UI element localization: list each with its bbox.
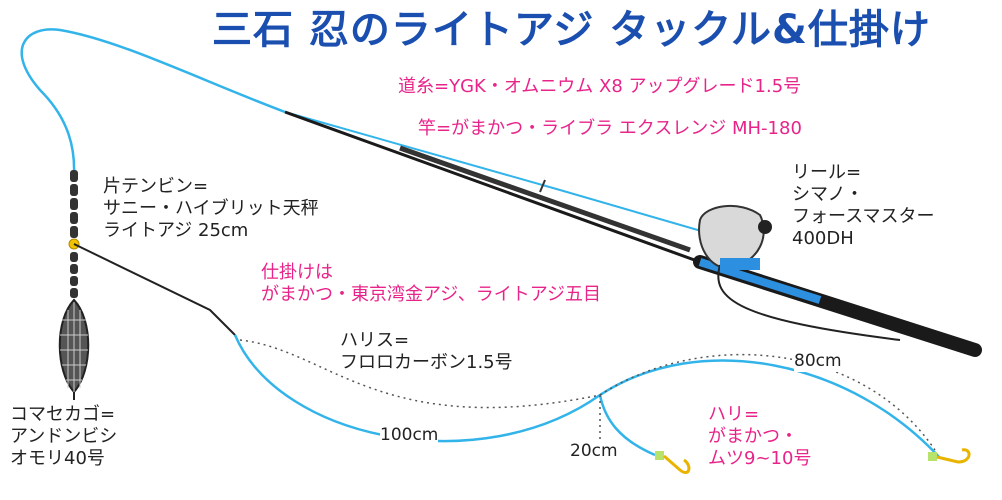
hook-label-line: がまかつ・ (708, 425, 798, 447)
page-title: 三石 忍のライトアジ タックル&仕掛け (212, 7, 931, 53)
hook-icon (936, 448, 971, 464)
measure-80 (599, 353, 936, 451)
komase-label-line: コマセカゴ= (10, 404, 116, 425)
hook-label: ハリ= がまかつ・ ムツ9~10号 (708, 404, 811, 470)
main-line-on-rod (284, 111, 716, 236)
tenbin-label-line: ライトアジ 25cm (103, 219, 249, 241)
sinker-cage-icon (58, 298, 90, 400)
tenbin-label-line: 片テンビン= (103, 176, 209, 197)
length-20-label: 20cm (570, 441, 618, 462)
swivel-icon (70, 170, 78, 238)
shikake-label-line: がまかつ・東京湾金アジ、ライトアジ五目 (261, 283, 602, 305)
tenbin-label-line: サニー・ハイブリット天秤 (103, 197, 319, 219)
reel-icon (698, 204, 901, 341)
hook-icon (663, 454, 691, 474)
harisu-label-line: ハリス= (340, 330, 410, 351)
shikake-label: 仕掛けは がまかつ・東京湾金アジ、ライトアジ五目 (261, 262, 601, 306)
harisu-label: ハリス= フロロカーボン1.5号 (340, 330, 513, 374)
reel-label-line: 400DH (792, 227, 854, 249)
main-line-label: 道糸=YGK・オムニウム X8 アップグレード1.5号 (398, 76, 802, 97)
bead-icon (655, 451, 664, 460)
harisu-label-line: フロロカーボン1.5号 (340, 351, 513, 373)
branch-line (598, 394, 656, 457)
komase-label-line: オモリ40号 (10, 447, 105, 469)
hook-label-line: ハリ= (708, 404, 760, 425)
length-80-label: 80cm (794, 351, 842, 372)
length-100-label: 100cm (380, 425, 439, 446)
tenbin-icon (73, 243, 236, 336)
reel-label-line: シマノ・ (792, 183, 864, 205)
main-line (20, 28, 286, 176)
reel-label-line: リール= (792, 162, 862, 183)
rod-label: 竿=がまかつ・ライブラ エクスレンジ MH-180 (418, 118, 802, 139)
reel-label: リール= シマノ・ フォースマスター 400DH (792, 162, 935, 250)
bead-icon (928, 452, 937, 461)
tenbin-label: 片テンビン= サニー・ハイブリット天秤 ライトアジ 25cm (103, 176, 319, 242)
komase-label-line: アンドンビシ (10, 425, 118, 447)
komase-label: コマセカゴ= アンドンビシ オモリ40号 (10, 404, 117, 470)
cage-chain (70, 252, 78, 298)
shikake-label-line: 仕掛けは (261, 262, 333, 283)
reel-label-line: フォースマスター (792, 205, 935, 227)
hook-label-line: ムツ9~10号 (708, 447, 812, 469)
